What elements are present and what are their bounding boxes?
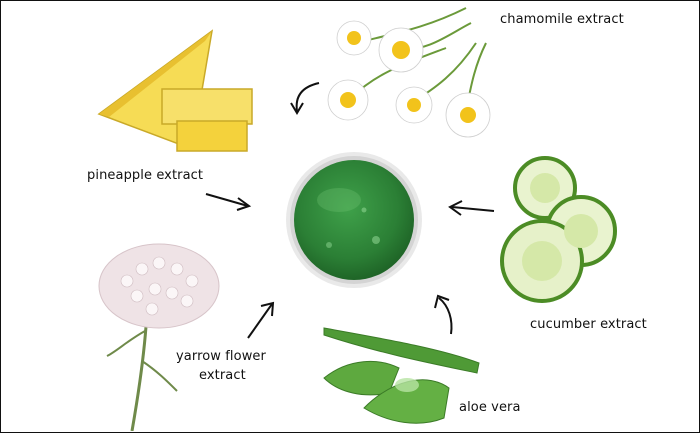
arrow-from-pineapple [205,193,252,211]
cucumber-label: cucumber extract [530,317,647,332]
chamomile-label: chamomile extract [500,12,624,27]
pineapple-slices-icon [97,29,253,152]
arrow-from-aloe [434,294,453,335]
yarrow-label-line1: yarrow flower [176,349,266,364]
arrow-from-cucumber [448,200,495,216]
chamomile-flowers-icon [327,7,491,138]
aloe-label: aloe vera [459,400,521,415]
yarrow-flower-icon [98,243,220,431]
cucumber-slices-icon [500,156,617,303]
yarrow-label-line2: extract [199,368,246,383]
pineapple-label: pineapple extract [87,168,204,183]
green-gel-jar-icon [286,152,422,288]
aloe-vera-leaves-icon [323,327,480,424]
arrow-from-yarrow [247,301,275,339]
arrow-from-chamomile [290,82,320,115]
